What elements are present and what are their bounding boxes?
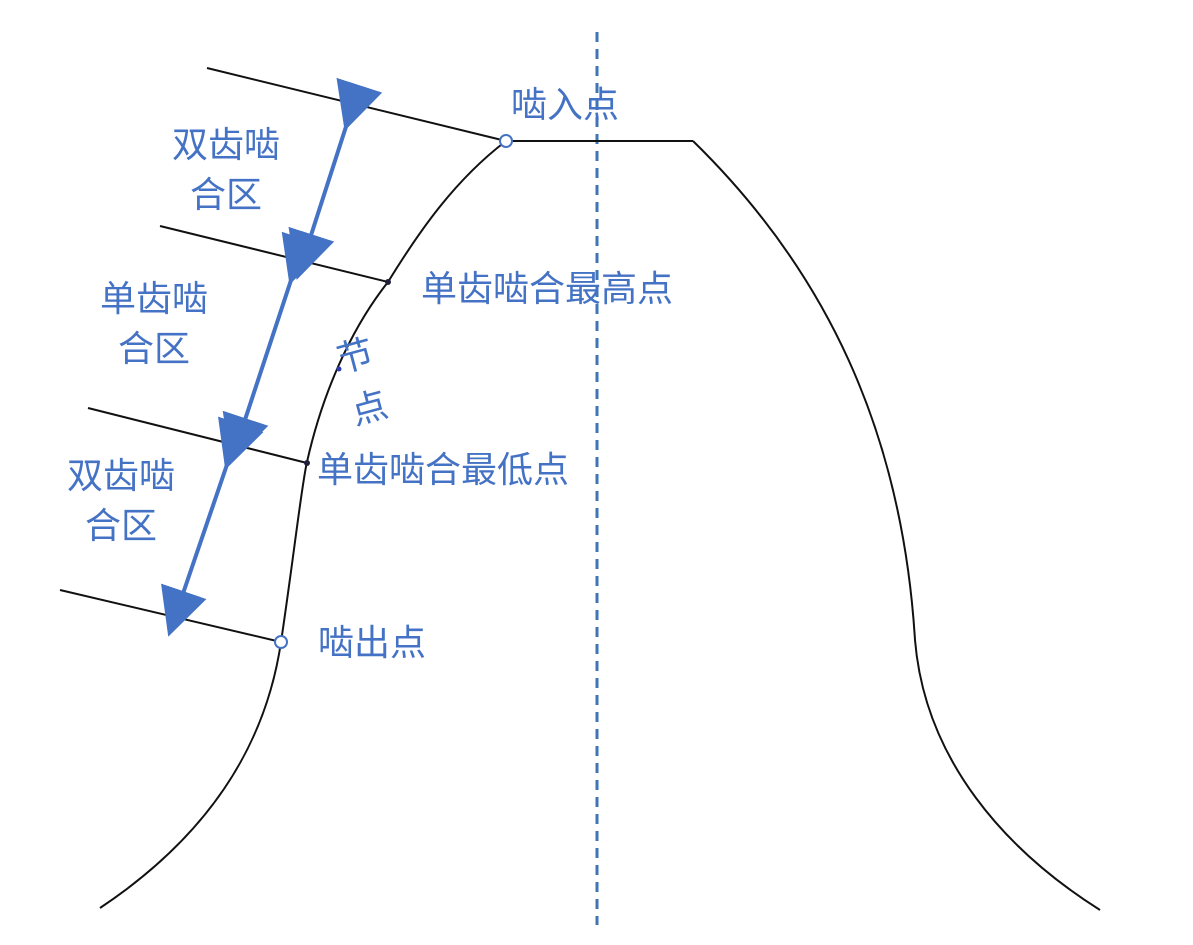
engage-in-point-marker (499, 134, 513, 148)
leader-line-single-high (159, 225, 389, 283)
upper-double-tooth-zone-line-2: 合区 (189, 175, 262, 216)
single-tooth-zone-line-1: 单齿啮 (99, 279, 208, 320)
single-tooth-lowest-point-marker (304, 460, 310, 466)
single-zone-arrow (222, 231, 328, 464)
single-tooth-zone-line-2: 合区 (117, 329, 190, 370)
gear-tooth-left-profile (99, 140, 507, 909)
lower-double-tooth-zone-line-1: 双齿啮 (66, 456, 175, 497)
engage-out-point-marker (274, 635, 288, 649)
upper-double-zone-arrow (288, 77, 383, 280)
engage-out-point-label: 啮出点 (318, 623, 427, 664)
gear-tooth-right-profile (692, 140, 1101, 911)
leader-line-engage-out (59, 589, 282, 643)
upper-double-tooth-zone-line-1: 双齿啮 (171, 125, 280, 166)
lower-double-tooth-zone-label: 双齿啮 合区 (55, 452, 187, 552)
single-tooth-highest-point-marker (385, 279, 391, 285)
pitch-point-marker (336, 366, 342, 372)
single-tooth-lowest-point-label: 单齿啮合最低点 (317, 450, 570, 491)
single-tooth-highest-point-label: 单齿啮合最高点 (421, 269, 674, 310)
engage-in-point-label: 啮入点 (511, 85, 620, 126)
lower-double-tooth-zone-line-2: 合区 (84, 506, 157, 547)
lower-double-zone-arrow (161, 416, 264, 637)
upper-double-tooth-zone-label: 双齿啮 合区 (160, 121, 292, 221)
single-tooth-zone-label: 单齿啮 合区 (88, 275, 220, 375)
